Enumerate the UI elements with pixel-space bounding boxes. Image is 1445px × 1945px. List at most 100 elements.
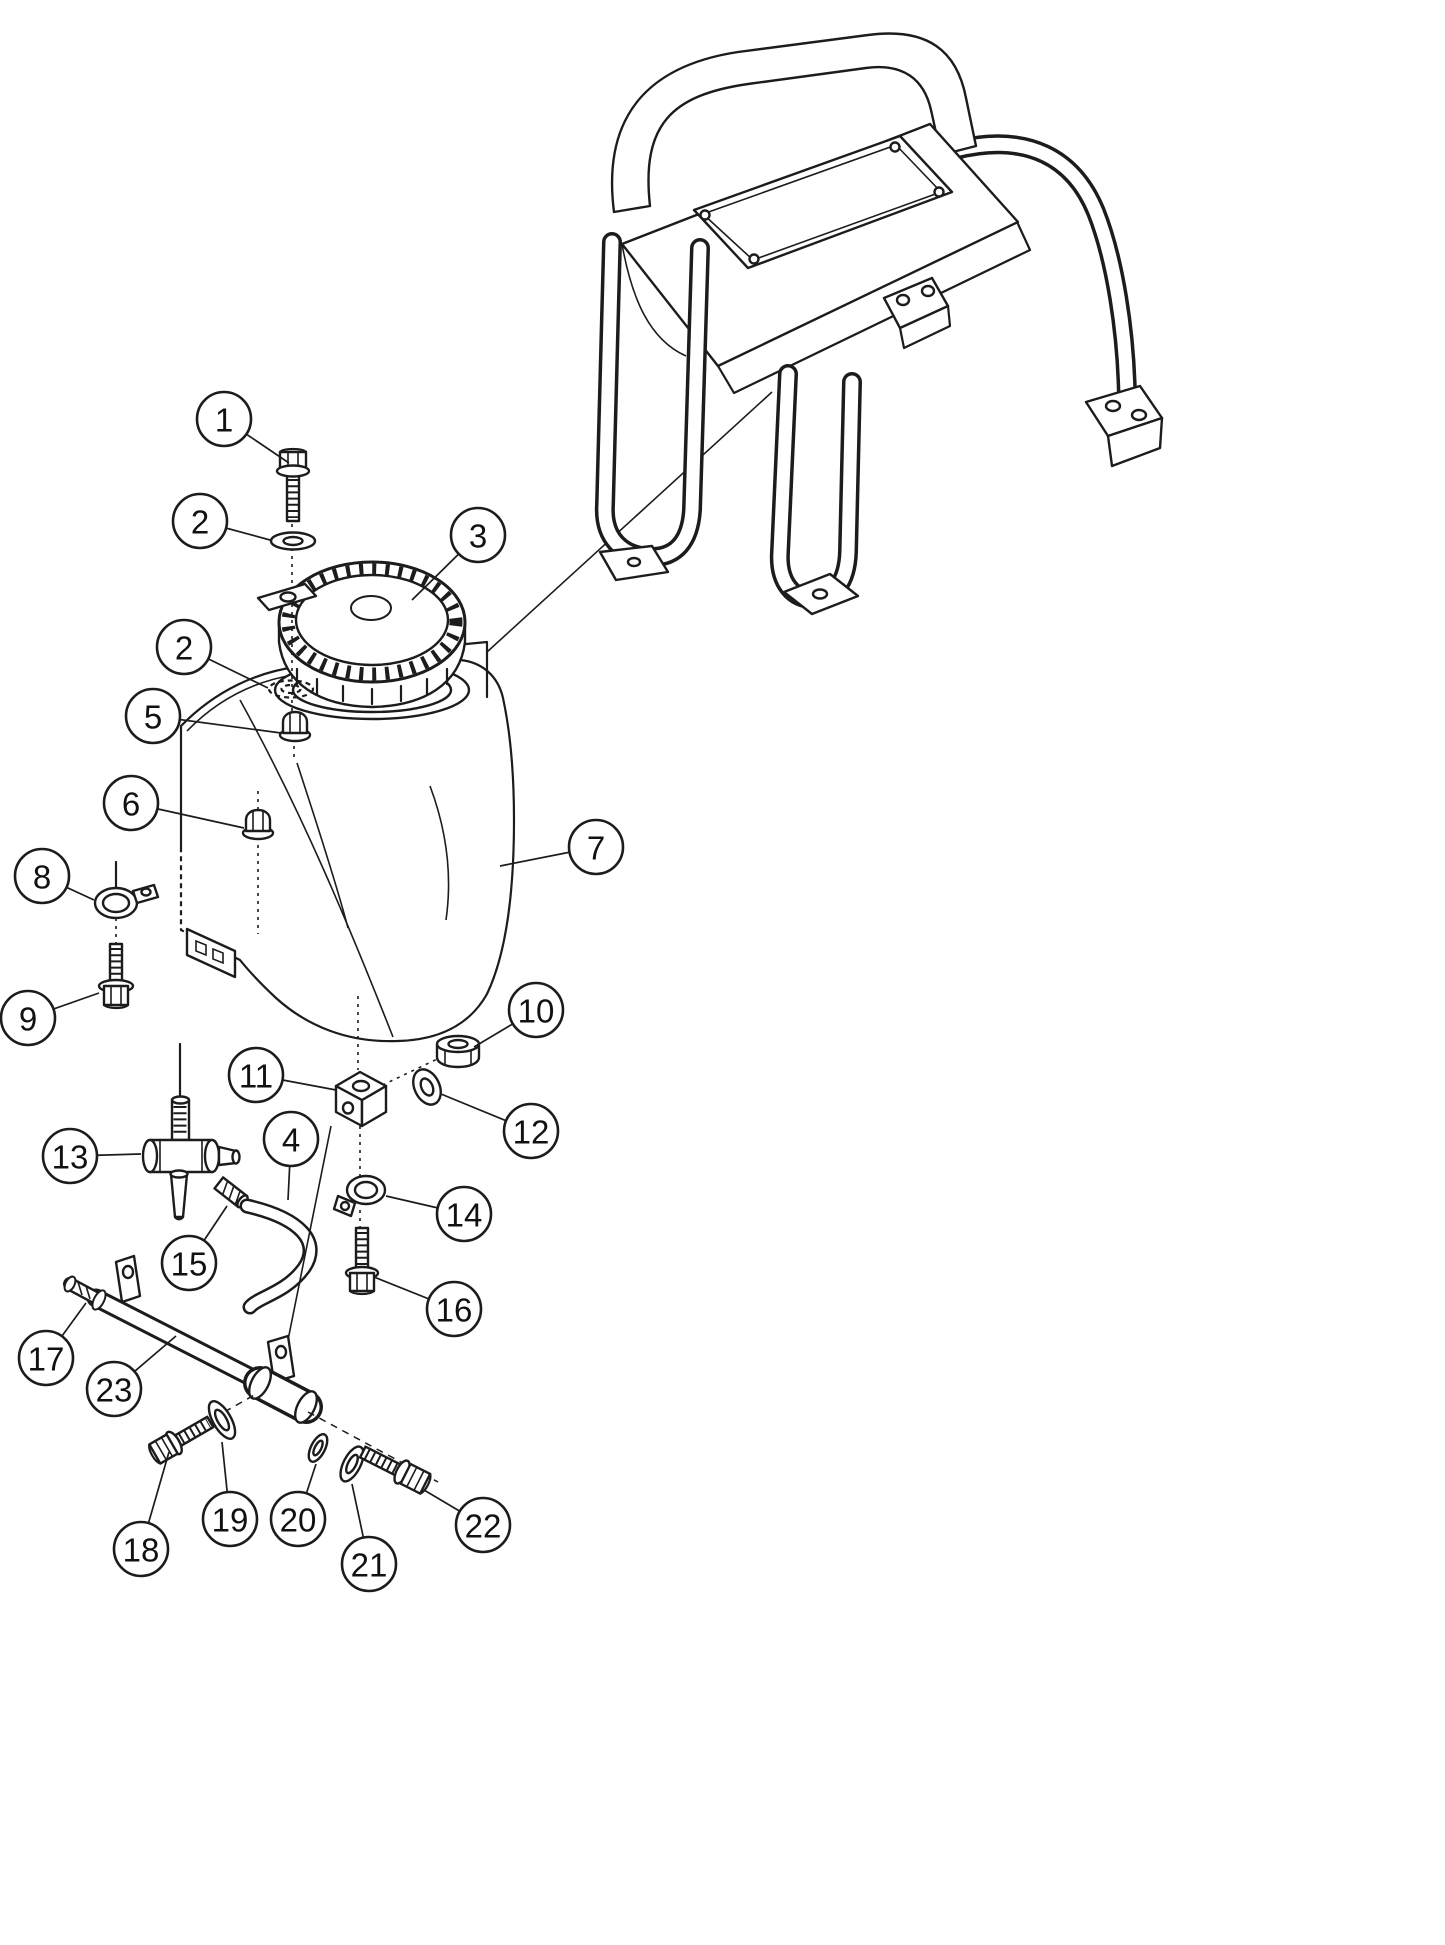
callout-4: 4 [262, 1110, 320, 1168]
callout-circle-12 [502, 1102, 560, 1160]
callout-circle-21 [340, 1535, 398, 1593]
callout-8: 8 [13, 847, 71, 905]
callout-number-12: 12 [513, 1114, 550, 1151]
callout-circle-19 [201, 1490, 259, 1548]
callout-number-8: 8 [33, 859, 51, 896]
part-4-hose [239, 1198, 318, 1315]
callout-14: 14 [435, 1185, 493, 1243]
callout-number-21: 21 [351, 1547, 388, 1584]
part-14-loop-clamp [332, 1174, 387, 1218]
callout-number-9: 9 [19, 1001, 37, 1038]
callout-number-1: 1 [215, 402, 233, 439]
callout-number-7: 7 [587, 830, 605, 867]
callout-5: 5 [124, 687, 182, 745]
callout-16: 16 [425, 1280, 483, 1338]
callout-number-22: 22 [465, 1508, 502, 1545]
part-22-hex-bolt [358, 1445, 432, 1495]
part-11-mount-bracket [334, 1070, 388, 1128]
part-6-outlet-nut [241, 808, 275, 841]
spray-bar-assembly [63, 1125, 439, 1495]
part-3-tank-cap [277, 560, 467, 709]
callout-number-5: 5 [144, 699, 162, 736]
tube-coupler [243, 1366, 323, 1424]
callout-number-23: 23 [96, 1372, 133, 1409]
hidden-center-lines [115, 524, 453, 1228]
callout-circle-1 [195, 390, 253, 448]
callout-circle-14 [435, 1185, 493, 1243]
callout-number-19: 19 [212, 1502, 249, 1539]
mid-bracket [882, 276, 952, 350]
callout-circle-4 [262, 1110, 320, 1168]
callout-number-3: 3 [469, 518, 487, 555]
callout-18: 18 [112, 1520, 170, 1578]
callout-2: 2 [171, 492, 229, 550]
callout-circle-8 [13, 847, 71, 905]
callout-circle-2 [171, 492, 229, 550]
callout-number-18: 18 [123, 1532, 160, 1569]
part-13-drain-valve [141, 1042, 241, 1221]
part-17-end-fitting [63, 1275, 107, 1311]
callout-circle-2 [155, 618, 213, 676]
tank-bottom-tab [185, 927, 237, 979]
frame-alignment-line [486, 391, 773, 653]
callout-23: 23 [85, 1360, 143, 1418]
part-20-washer [307, 1433, 329, 1463]
callout-number-2: 2 [175, 630, 193, 667]
part-16-hex-bolt [344, 1226, 380, 1296]
callout-circle-13 [41, 1127, 99, 1185]
part-19-washer [207, 1400, 237, 1440]
callout-12: 12 [502, 1102, 560, 1160]
mid-hardware-assembly [141, 1034, 481, 1315]
tube-right-tab [266, 1334, 296, 1384]
callout-21: 21 [340, 1535, 398, 1593]
callout-number-2: 2 [191, 504, 209, 541]
callout-circle-10 [507, 981, 565, 1039]
callout-2: 2 [155, 618, 213, 676]
part-10-hex-nut [435, 1034, 481, 1069]
callout-17: 17 [17, 1329, 75, 1387]
callout-circle-11 [227, 1046, 285, 1104]
callout-circle-6 [102, 774, 160, 832]
right-foot-bracket [1084, 384, 1164, 468]
callout-15: 15 [160, 1234, 218, 1292]
bottom-foot-bracket [782, 572, 860, 616]
callout-20: 20 [269, 1490, 327, 1548]
part-2-flat-washer [269, 531, 317, 551]
callout-number-14: 14 [446, 1197, 483, 1234]
callout-circle-23 [85, 1360, 143, 1418]
callout-circle-3 [449, 506, 507, 564]
callout-number-4: 4 [282, 1122, 300, 1159]
callout-9: 9 [0, 989, 57, 1047]
front-guard-tube [769, 364, 862, 609]
callout-circle-22 [454, 1496, 512, 1554]
callout-11: 11 [227, 1046, 285, 1104]
mounting-plate [692, 134, 954, 270]
part-5-vent-nut [278, 710, 312, 743]
callout-circle-15 [160, 1234, 218, 1292]
tube-left-tab [114, 1254, 142, 1304]
tank-body [179, 640, 516, 1043]
part-2-flat-washer-hidden [267, 679, 315, 699]
frame-assembly [486, 32, 1164, 653]
callout-number-10: 10 [518, 993, 555, 1030]
part-18-hex-bolt [148, 1415, 215, 1465]
part-12-washer [412, 1068, 442, 1106]
left-foot-bracket [598, 544, 670, 582]
part-21-washer [339, 1445, 365, 1483]
callout-10: 10 [507, 981, 565, 1039]
callout-circle-7 [567, 818, 625, 876]
callout-number-17: 17 [28, 1341, 65, 1378]
callout-circle-5 [124, 687, 182, 745]
callout-circle-20 [269, 1490, 327, 1548]
callout-number-16: 16 [436, 1292, 473, 1329]
tank-mount-tab [256, 582, 318, 612]
callout-circle-16 [425, 1280, 483, 1338]
callout-3: 3 [449, 506, 507, 564]
part-9-hex-bolt [97, 942, 135, 1010]
callout-number-11: 11 [239, 1058, 273, 1095]
callout-number-6: 6 [122, 786, 140, 823]
callout-22: 22 [454, 1496, 512, 1554]
